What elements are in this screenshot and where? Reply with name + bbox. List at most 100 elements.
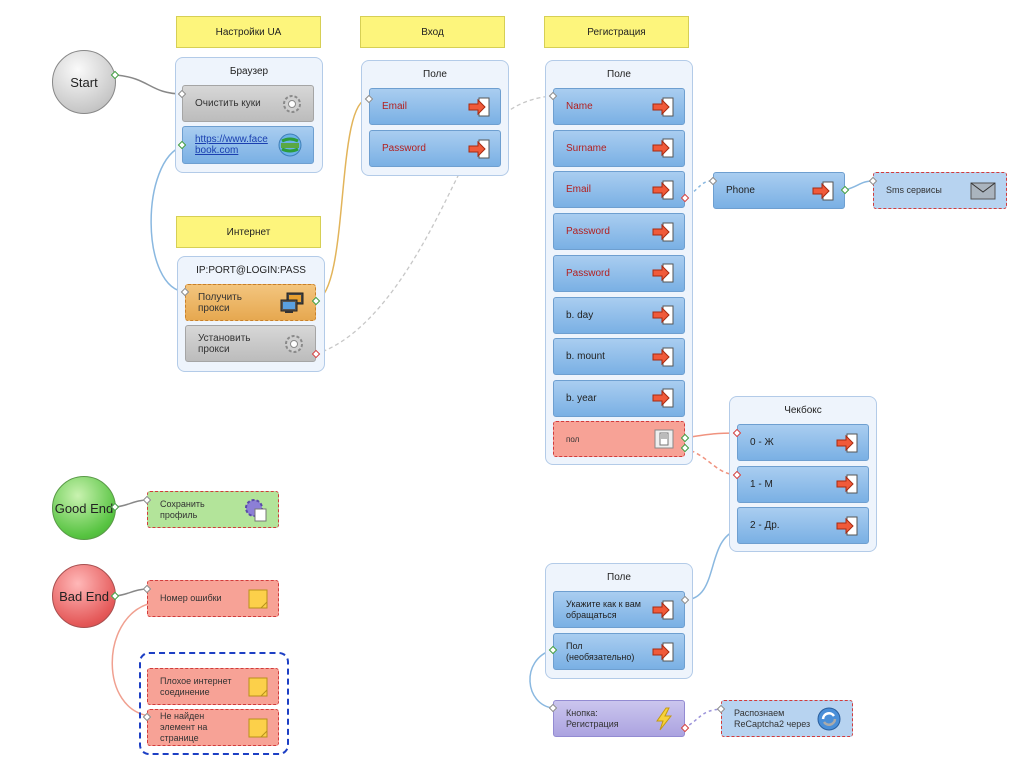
switch-icon	[654, 429, 674, 449]
bad-end-node[interactable]: Bad End	[52, 564, 116, 628]
sticky-note-icon	[248, 718, 268, 737]
reg-field-node[interactable]: Surname	[553, 129, 685, 167]
reg-field-node[interactable]: b. year	[553, 379, 685, 417]
enter-arrow-icon	[812, 181, 834, 200]
reg-field-node[interactable]: Password	[553, 254, 685, 292]
login-password-node[interactable]: Password	[369, 130, 501, 167]
error-number-node[interactable]: Номер ошибки	[147, 580, 279, 617]
gear-icon	[283, 94, 301, 113]
enter-arrow-icon	[652, 97, 674, 116]
globe-www-icon	[278, 133, 302, 157]
enter-arrow-icon	[836, 474, 858, 494]
checkbox-option-label: 2 - Др.	[750, 520, 780, 531]
enter-arrow-icon	[468, 97, 490, 116]
reg-field-node[interactable]: Email	[553, 171, 685, 209]
field2-title: Поле	[607, 572, 631, 583]
address-label: Укажите как к вам обращаться	[566, 598, 641, 620]
link-url-proxy	[150, 145, 187, 293]
gender-optional-label: Пол (необязательно)	[566, 640, 635, 662]
link-start-cookies	[115, 74, 184, 95]
bad-internet-label: Плохое интернет соединение	[160, 675, 232, 697]
enter-arrow-icon	[652, 600, 674, 619]
enter-arrow-icon	[652, 263, 674, 283]
registration-group-title: Поле	[607, 69, 631, 80]
header-login: Вход	[360, 16, 505, 48]
header-internet: Интернет	[176, 216, 321, 248]
header-ua-settings: Настройки UA	[176, 16, 321, 48]
login-password-label: Password	[382, 143, 426, 154]
sms-services-node[interactable]: Sms сервисы	[873, 172, 1007, 209]
element-not-found-node[interactable]: Не найден элемент на странице	[147, 709, 279, 746]
login-email-node[interactable]: Email	[369, 88, 501, 125]
enter-arrow-icon	[652, 138, 674, 158]
reg-field-node[interactable]: b. day	[553, 296, 685, 334]
checkbox-option-label: 1 - М	[750, 478, 773, 490]
link-dr-address	[683, 529, 738, 601]
checkbox-title: Чекбокс	[784, 405, 822, 416]
open-url-node[interactable]: https://www.facebook.com	[182, 126, 314, 164]
bad-internet-node[interactable]: Плохое интернет соединение	[147, 668, 279, 705]
reg-field-label: Password	[566, 267, 610, 279]
enter-arrow-icon	[652, 388, 674, 408]
link-error-notfound	[111, 603, 151, 717]
envelope-icon	[970, 182, 996, 199]
enter-arrow-icon	[652, 222, 674, 242]
enter-arrow-icon	[652, 347, 674, 367]
error-group-outline	[139, 652, 289, 755]
reg-field-node[interactable]: Name	[553, 88, 685, 125]
link-proxy-email	[315, 98, 369, 302]
set-proxy-label: Установить прокси	[198, 332, 251, 355]
link-genderopt-button	[529, 649, 554, 709]
clear-cookies-label: Очистить куки	[195, 98, 261, 109]
phone-node[interactable]: Phone	[713, 172, 845, 209]
enter-arrow-icon	[652, 180, 674, 200]
checkbox-option-node[interactable]: 1 - М	[737, 465, 869, 503]
save-profile-label: Сохранить профиль	[160, 498, 205, 520]
recaptcha-node[interactable]: Распознаем ReCaptcha2 через	[721, 700, 853, 737]
sms-label: Sms сервисы	[886, 185, 942, 195]
enter-arrow-icon	[652, 642, 674, 661]
save-profile-node[interactable]: Сохранить профиль	[147, 491, 279, 528]
enter-arrow-icon	[836, 516, 858, 535]
get-proxy-node[interactable]: Получить прокси	[185, 284, 316, 321]
register-button-node[interactable]: Кнопка: Регистрация	[553, 700, 685, 737]
start-node[interactable]: Start	[52, 50, 116, 114]
checkbox-option-label: 0 - Ж	[750, 437, 774, 448]
refresh-icon	[817, 707, 841, 730]
link-button-recaptcha	[683, 708, 723, 729]
gear-document-icon	[245, 498, 267, 521]
computers-icon	[280, 292, 304, 313]
good-end-node[interactable]: Good End	[52, 476, 116, 540]
reg-field-label: Password	[566, 226, 610, 238]
clear-cookies-node[interactable]: Очистить куки	[182, 85, 314, 122]
reg-field-label: Surname	[566, 142, 607, 154]
recaptcha-label: Распознаем ReCaptcha2 через	[734, 707, 811, 729]
browser-title: Браузер	[229, 66, 269, 77]
enter-arrow-icon	[652, 305, 674, 325]
error-number-label: Номер ошибки	[160, 593, 222, 603]
get-proxy-label: Получить прокси	[198, 291, 242, 314]
phone-label: Phone	[726, 185, 755, 196]
gender-label: пол	[566, 434, 580, 444]
link-setproxy-login	[315, 167, 463, 355]
reg-field-label: Email	[566, 184, 592, 196]
register-button-label: Кнопка: Регистрация	[566, 707, 619, 729]
reg-field-node[interactable]: b. mount	[553, 338, 685, 376]
set-proxy-node[interactable]: Установить прокси	[185, 325, 316, 362]
gender-optional-node[interactable]: Пол (необязательно)	[553, 633, 685, 670]
checkbox-option-node[interactable]: 0 - Ж	[737, 424, 869, 461]
enter-arrow-icon	[836, 433, 858, 452]
url-link[interactable]: https://www.facebook.com	[195, 134, 268, 156]
reg-field-label: b. mount	[566, 351, 605, 363]
enter-arrow-icon	[468, 139, 490, 158]
reg-field-label: b. year	[566, 392, 597, 404]
checkbox-option-node[interactable]: 2 - Др.	[737, 507, 869, 544]
reg-field-node[interactable]: Password	[553, 213, 685, 251]
gender-node[interactable]: пол	[553, 421, 685, 457]
login-group-title: Поле	[423, 69, 447, 80]
gear-icon	[285, 334, 303, 353]
sticky-note-icon	[248, 589, 268, 608]
sticky-note-icon	[248, 677, 268, 696]
header-registration: Регистрация	[544, 16, 689, 48]
address-node[interactable]: Укажите как к вам обращаться	[553, 591, 685, 628]
